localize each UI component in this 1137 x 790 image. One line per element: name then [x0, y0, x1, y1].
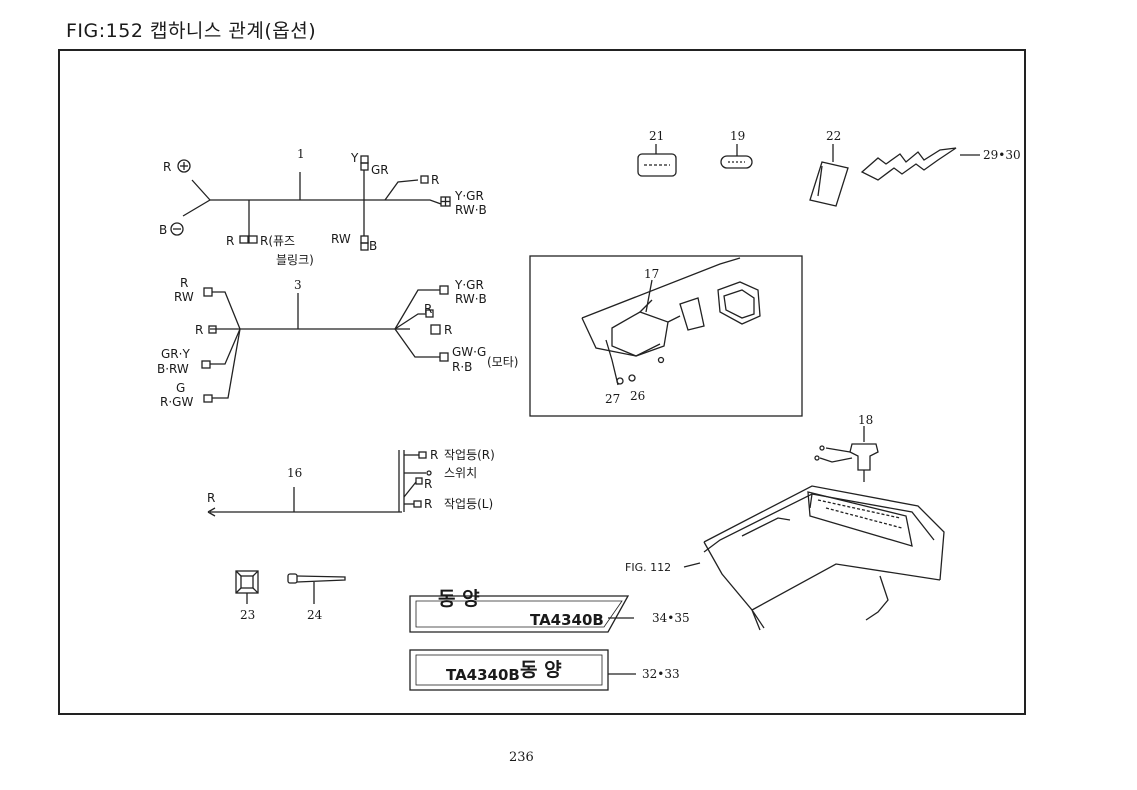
- harness-1-label: 블링크): [276, 253, 314, 267]
- harness-3-label: R: [180, 276, 188, 290]
- harness-1-label: GR: [371, 163, 389, 177]
- harness-1-label: R: [226, 234, 234, 248]
- harness-3-label: (모타): [487, 355, 518, 369]
- part-19-ref: 19: [730, 129, 745, 143]
- harness-3-label: G: [176, 381, 185, 395]
- part-32-33-ref: 32•33: [642, 667, 680, 681]
- part-21-ref: 21: [649, 129, 664, 143]
- harness-3-label: R: [424, 302, 432, 316]
- part-23-ref: 23: [240, 608, 255, 622]
- fig-112-ref: FIG. 112: [625, 561, 671, 574]
- part-22-manual: [809, 144, 849, 207]
- harness-16-label: 작업등(L): [444, 497, 493, 511]
- harness-16-label: R: [424, 477, 432, 491]
- harness-3-label: R: [195, 323, 203, 337]
- harness-3-label: GW·G: [452, 345, 486, 359]
- part-29-30-stripe-decal: [860, 147, 980, 181]
- diagram-frame: [58, 49, 1026, 715]
- part-18-ref: 18: [858, 413, 873, 427]
- harness-3-label: GR·Y: [161, 347, 190, 361]
- harness-1-label: B: [369, 239, 377, 253]
- harness-1-label: B: [159, 223, 167, 237]
- harness-16-label: 작업등(R): [444, 448, 495, 462]
- harness-3: [201, 285, 449, 403]
- part-21-lamp: [637, 144, 677, 177]
- inset-box-lamp-assembly: [529, 255, 803, 417]
- part-24-key: [287, 573, 346, 604]
- harness-3-label: Y·GR: [454, 278, 484, 292]
- harness-1-label: Y·GR: [454, 189, 484, 203]
- decal-top-model: TA4340B: [530, 611, 604, 629]
- part-22-ref: 22: [826, 129, 841, 143]
- part-17-ref: 17: [644, 267, 659, 281]
- harness-16-label: R: [430, 448, 438, 462]
- harness-3-label: R: [444, 323, 452, 337]
- page-number: 236: [509, 750, 534, 765]
- part-23-grommet: [235, 570, 259, 604]
- decal-bottom-brand: 동 양: [520, 659, 562, 681]
- harness-1-label: R: [431, 173, 439, 187]
- harness-1-label: Y: [350, 151, 359, 165]
- harness-1-label: RW: [331, 232, 351, 246]
- harness-1-label: R(퓨즈: [260, 234, 295, 248]
- harness-3-label: RW·B: [455, 292, 487, 306]
- decal-bottom-model: TA4340B: [446, 666, 520, 684]
- part-27-ref: 27: [605, 392, 620, 406]
- harness-16-label: 스위치: [444, 466, 477, 480]
- harness-16-label: R: [424, 497, 432, 511]
- part-24-ref: 24: [307, 608, 323, 622]
- harness-1-label: R: [163, 160, 171, 174]
- harness-1-ref: 1: [297, 147, 305, 161]
- harness-1: [170, 155, 451, 251]
- harness-16-label: R: [207, 491, 215, 505]
- harness-1-label: RW·B: [455, 203, 487, 217]
- harness-3-label: B·RW: [157, 362, 189, 376]
- harness-16-ref: 16: [287, 466, 302, 480]
- part-29-30-ref: 29•30: [983, 148, 1021, 162]
- decal-34-35: [409, 595, 634, 633]
- harness-3-label: R·GW: [160, 395, 193, 409]
- harness-3-label: RW: [174, 290, 194, 304]
- figure-title: FIG:152 캡하니스 관계(옵션): [66, 20, 317, 42]
- part-34-35-ref: 34•35: [652, 611, 690, 625]
- part-19-lamp: [720, 144, 753, 169]
- harness-3-label: R·B: [452, 360, 472, 374]
- cab-roof-fig112: [683, 426, 945, 631]
- decal-32-33: [409, 649, 636, 691]
- part-26-ref: 26: [630, 389, 645, 403]
- harness-3-ref: 3: [294, 278, 302, 292]
- decal-top-brand: 동 양: [438, 588, 480, 610]
- harness-16: [207, 450, 432, 517]
